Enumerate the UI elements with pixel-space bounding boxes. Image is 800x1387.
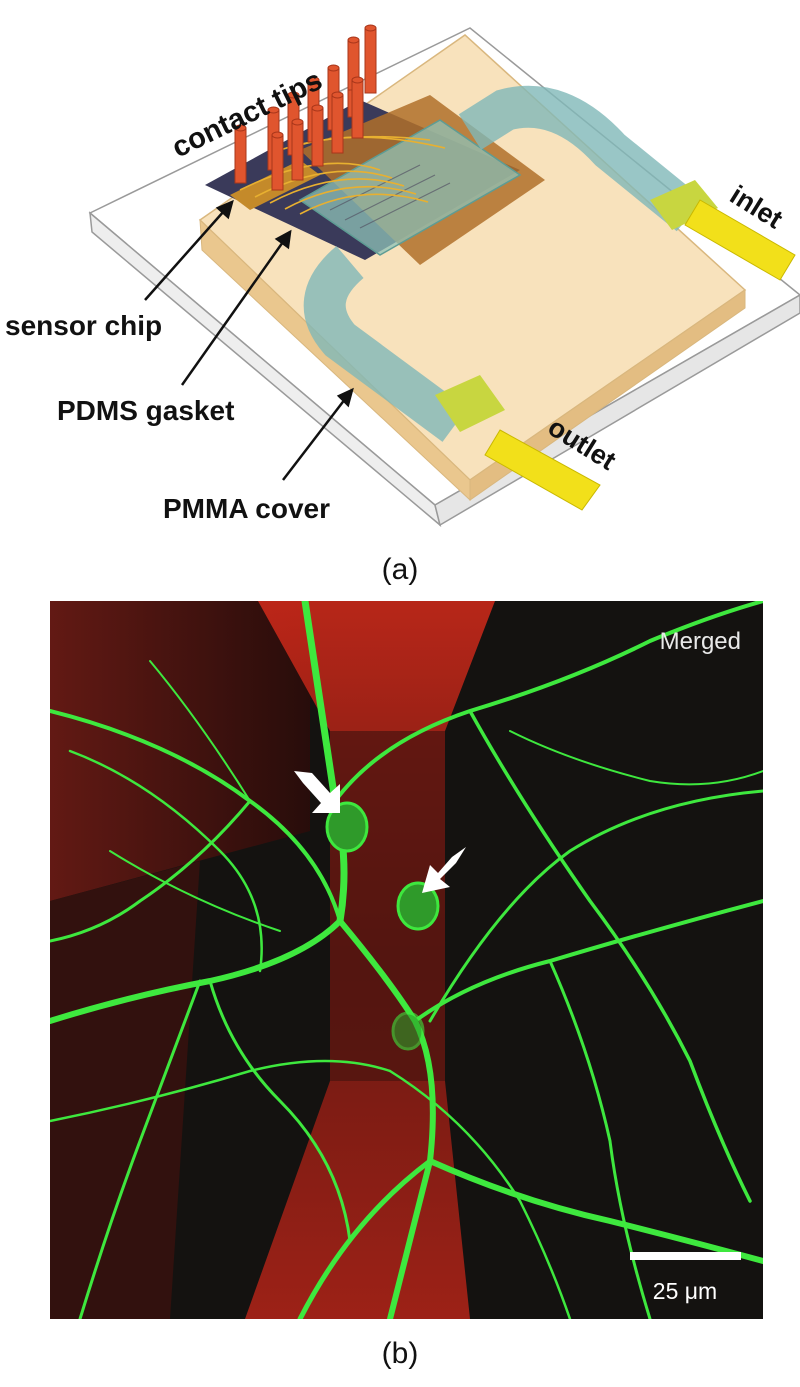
scale-bar (630, 1252, 741, 1260)
micrograph-panel: Merged 25 μm (50, 601, 763, 1319)
label-pdms-gasket: PDMS gasket (57, 395, 234, 426)
label-pmma-cover: PMMA cover (163, 493, 330, 524)
merged-label: Merged (660, 628, 741, 655)
cell-bodies (325, 801, 440, 1051)
red-channel (50, 601, 763, 1319)
contact-tips (234, 24, 377, 191)
arrow-left-icon (294, 771, 340, 813)
arrows (294, 771, 466, 893)
ports (435, 180, 796, 511)
pdms-gasket (298, 119, 522, 256)
caption-a: (a) (381, 553, 419, 586)
leader-arrows (144, 199, 354, 481)
fluid-tubes (303, 85, 704, 442)
scale-bar-label: 25 μm (653, 1278, 717, 1304)
label-sensor-chip: sensor chip (5, 310, 162, 341)
arrow-right-icon (422, 847, 466, 893)
device-diagram: contact tips inlet outlet sensor chip PD… (5, 24, 800, 528)
caption-b: (b) (381, 1337, 419, 1370)
